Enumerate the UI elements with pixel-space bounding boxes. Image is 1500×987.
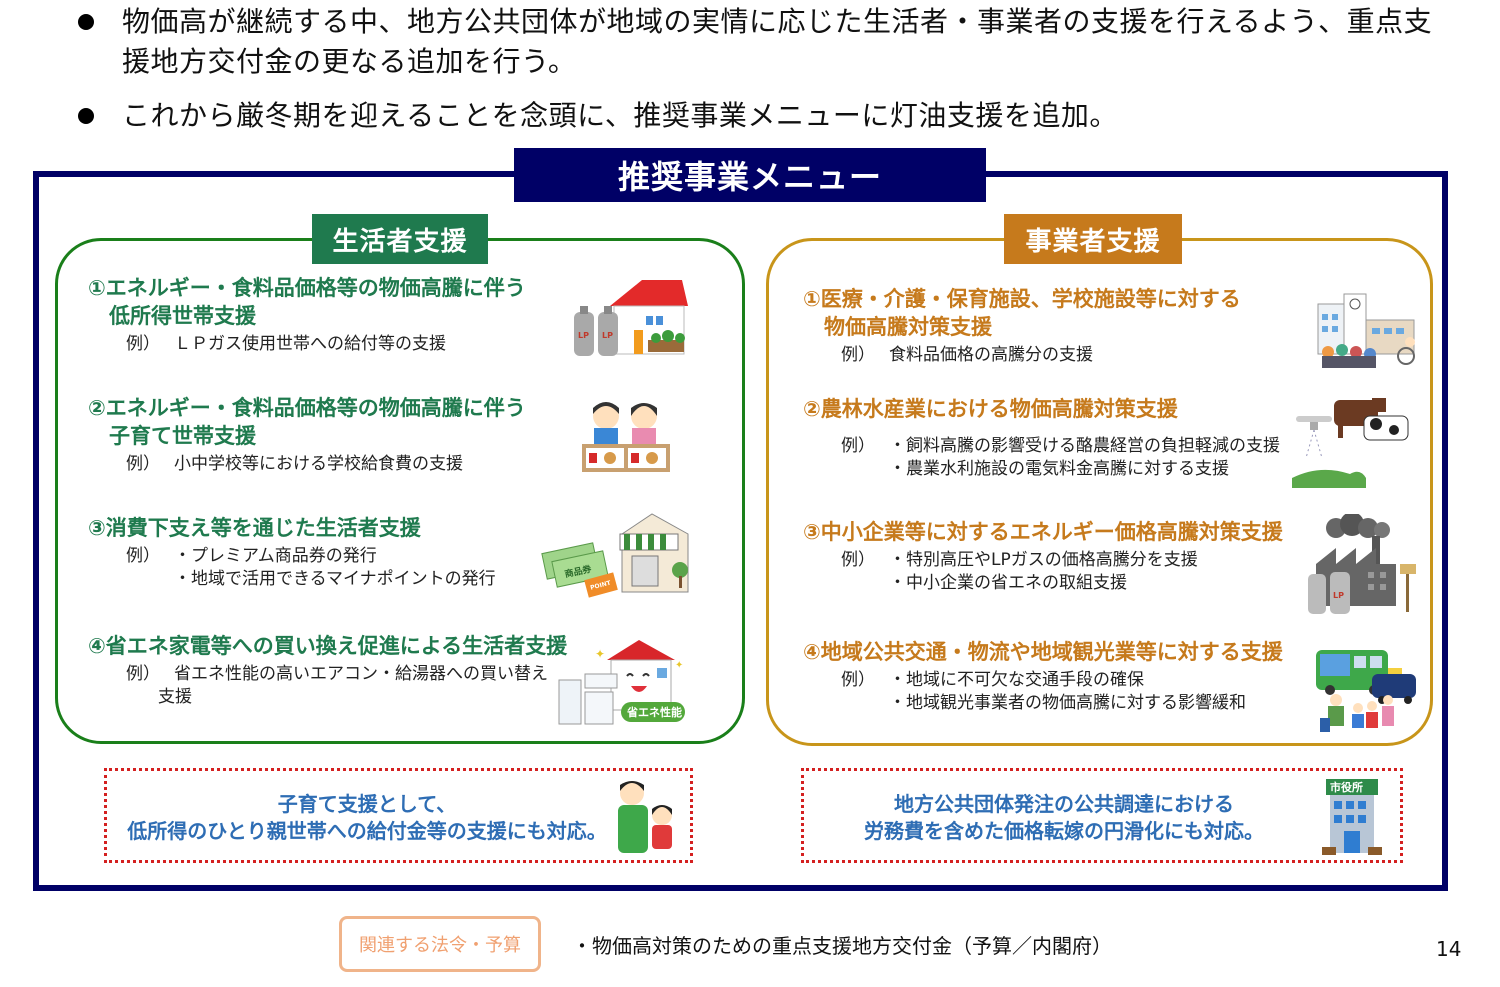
example-text: ＬＰガス使用世帯への給付等の支援 [174,334,446,354]
item-example: 例） ・特別高圧やLPガスの価格高騰分を支援 ・中小企業の省エネの取組支援 [803,549,1313,595]
example-text: ・特別高圧やLPガスの価格高騰分を支援 [889,550,1198,570]
item-title-line2: 低所得世帯支援 [109,304,256,328]
item-title-line1: ②エネルギー・食料品価格等の物価高騰に伴う [88,396,526,420]
example-text: ・地域観光事業者の物価高騰に対する影響緩和 [889,693,1246,713]
bullet-dot-icon [78,108,94,124]
bullet-item: 物価高が継続する中、地方公共団体が地域の実情に応じた生活者・事業者の支援を行える… [78,2,1438,82]
house-lp-gas-icon: LP LP [572,278,692,364]
item-title-line1: ④省エネ家電等への買い換え促進による生活者支援 [88,634,568,658]
item-title: ②農林水産業における物価高騰対策支援 [803,395,1303,423]
item-example: 例） 省エネ性能の高いエアコン・給湯器への買い替え 支援 [88,663,608,709]
intro-bullets: 物価高が継続する中、地方公共団体が地域の実情に応じた生活者・事業者の支援を行える… [78,2,1438,136]
consumer-item-3: ③消費下支え等を通じた生活者支援 例） ・プレミアム商品券の発行 ・地域で活用でき… [88,514,588,591]
hospital-care-facility-icon [1314,290,1422,376]
example-text: 省エネ性能の高いエアコン・給湯器への買い替え [174,664,548,684]
item-title-line1: ④地域公共交通・物流や地域観光業等に対する支援 [803,640,1283,664]
consumer-item-4: ④省エネ家電等への買い換え促進による生活者支援 例） 省エネ性能の高いエアコン・給… [88,632,608,709]
related-law-text: ・物価高対策のための重点支援地方交付金（予算／内閣府） [572,934,1112,958]
business-item-1: ①医療・介護・保育施設、学校施設等に対する 物価高騰対策支援 例） 食料品価格の高… [803,285,1303,367]
example-text: 小中学校等における学校給食費の支援 [174,454,463,474]
example-label: 例） [841,550,875,570]
bullet-item: これから厳冬期を迎えることを念頭に、推奨事業メニューに灯油支援を追加。 [78,96,1438,136]
svg-text:市役所: 市役所 [1330,780,1363,794]
public-procurement-note: 地方公共団体発注の公共調達における 労務費を含めた価格転嫁の円滑化にも対応。 市… [801,768,1403,863]
example-text: ・農業水利施設の電気料金高騰に対する支援 [889,459,1229,479]
item-title-line2: 子育て世帯支援 [109,424,256,448]
item-title: ③中小企業等に対するエネルギー価格高騰対策支援 [803,518,1313,546]
note-line2: 低所得のひとり親世帯への給付金等の支援にも対応。 [127,819,607,843]
item-title-line1: ③消費下支え等を通じた生活者支援 [88,516,421,540]
note-line1: 子育て支援として、 [277,792,457,816]
example-text: ・飼料高騰の影響受ける酪農経営の負担軽減の支援 [889,436,1280,456]
item-title: ④省エネ家電等への買い換え促進による生活者支援 [88,632,608,660]
energy-saving-appliance-icon: 省エネ性能 ✦ ✦ [555,638,690,732]
item-title: ③消費下支え等を通じた生活者支援 [88,514,588,542]
business-item-3: ③中小企業等に対するエネルギー価格高騰対策支援 例） ・特別高圧やLPガスの価格高… [803,518,1313,595]
bullet-text: 物価高が継続する中、地方公共団体が地域の実情に応じた生活者・事業者の支援を行える… [122,5,1433,78]
item-example: 例） ・地域に不可欠な交通手段の確保 ・地域観光事業者の物価高騰に対する影響緩和 [803,669,1313,715]
example-label: 例） [841,436,875,456]
item-title-line1: ①エネルギー・食料品価格等の物価高騰に伴う [88,276,526,300]
example-label: 例） [841,345,875,365]
note-text: 子育て支援として、 低所得のひとり親世帯への給付金等の支援にも対応。 [107,791,627,845]
note-text: 地方公共団体発注の公共調達における 労務費を含めた価格転嫁の円滑化にも対応。 [834,791,1294,845]
item-example: 例） 小中学校等における学校給食費の支援 [88,453,588,476]
example-label: 例） [841,670,875,690]
example-text: ・中小企業の省エネの取組支援 [889,573,1127,593]
consumer-item-2: ②エネルギー・食料品価格等の物価高騰に伴う 子育て世帯支援 例） 小中学校等におけ… [88,394,588,476]
item-title-line1: ③中小企業等に対するエネルギー価格高騰対策支援 [803,520,1283,544]
item-example: 例） ・プレミアム商品券の発行 ・地域で活用できるマイナポイントの発行 [88,545,588,591]
energy-saving-badge: 省エネ性能 [626,705,682,719]
note-line2: 労務費を含めた価格転嫁の円滑化にも対応。 [864,819,1264,843]
consumer-support-tag: 生活者支援 [312,214,488,264]
cattle-drone-farm-icon [1290,394,1420,494]
item-example: 例） ＬＰガス使用世帯への給付等の支援 [88,333,588,356]
bullet-dot-icon [78,14,94,30]
bullet-text: これから厳冬期を迎えることを念頭に、推奨事業メニューに灯油支援を追加。 [122,99,1118,132]
business-support-tag: 事業者支援 [1004,214,1182,264]
item-title-line1: ②農林水産業における物価高騰対策支援 [803,397,1178,421]
example-label: 例） [126,546,160,566]
business-item-4: ④地域公共交通・物流や地域観光業等に対する支援 例） ・地域に不可欠な交通手段の確… [803,638,1313,715]
recommended-menu-title: 推奨事業メニュー [514,148,986,202]
factory-lp-gas-icon: LP [1306,512,1418,620]
svg-text:LP: LP [602,331,613,340]
city-hall-icon: 市役所 [1320,777,1384,866]
example-text: 支援 [158,687,192,707]
business-item-2: ②農林水産業における物価高騰対策支援 例） ・飼料高騰の影響受ける酪農経営の負担軽… [803,395,1303,481]
example-label: 例） [126,334,160,354]
item-title-line1: ①医療・介護・保育施設、学校施設等に対する [803,287,1241,311]
svg-text:LP: LP [578,331,589,340]
parent-child-icon [614,779,680,864]
shop-voucher-icon: 商品券 POINT [540,512,692,608]
related-laws-badge: 関連する法令・予算 [339,916,541,972]
item-title: ②エネルギー・食料品価格等の物価高騰に伴う 子育て世帯支援 [88,394,588,450]
example-text: ・プレミアム商品券の発行 [174,546,377,566]
example-text: ・地域で活用できるマイナポイントの発行 [174,569,496,589]
item-example: 例） 食料品価格の高騰分の支援 [803,344,1303,367]
svg-text:✦: ✦ [675,660,683,671]
example-text: ・地域に不可欠な交通手段の確保 [889,670,1144,690]
item-title: ①エネルギー・食料品価格等の物価高騰に伴う 低所得世帯支援 [88,274,588,330]
example-label: 例） [126,664,160,684]
page-number: 14 [1436,937,1462,961]
item-title-line2: 物価高騰対策支援 [824,315,992,339]
svg-text:✦: ✦ [595,647,605,661]
bus-taxi-tourists-icon [1314,644,1420,740]
note-line1: 地方公共団体発注の公共調達における [894,792,1234,816]
item-title: ①医療・介護・保育施設、学校施設等に対する 物価高騰対策支援 [803,285,1303,341]
single-parent-support-note: 子育て支援として、 低所得のひとり親世帯への給付金等の支援にも対応。 [104,768,693,863]
school-lunch-children-icon [580,398,672,482]
item-example: 例） ・飼料高騰の影響受ける酪農経営の負担軽減の支援 ・農業水利施設の電気料金高騰… [803,435,1303,481]
svg-text:LP: LP [1333,591,1344,600]
item-title: ④地域公共交通・物流や地域観光業等に対する支援 [803,638,1313,666]
example-label: 例） [126,454,160,474]
example-text: 食料品価格の高騰分の支援 [889,345,1093,365]
consumer-item-1: ①エネルギー・食料品価格等の物価高騰に伴う 低所得世帯支援 例） ＬＰガス使用世帯… [88,274,588,356]
